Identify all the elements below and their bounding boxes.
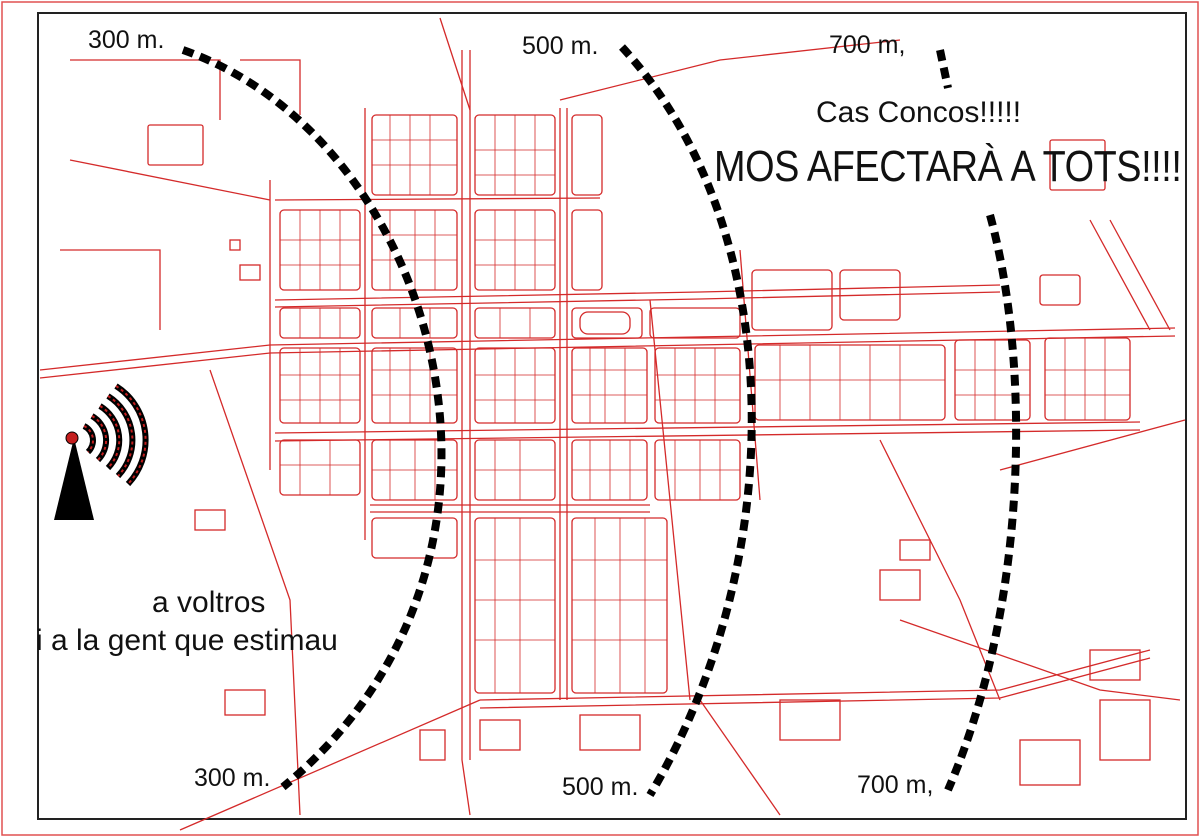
- ring-300m: [181, 46, 446, 791]
- ring-500m-label-top: 500 m.: [522, 32, 599, 60]
- range-rings: [181, 44, 1021, 798]
- ring-700m-label-bottom: 700 m,: [857, 771, 934, 799]
- ring-300m-label-bottom: 300 m.: [194, 764, 271, 792]
- audience-line-1: a voltros: [152, 586, 266, 619]
- street-map: [39, 17, 1186, 831]
- audience-line-2: i a la gent que estimau: [36, 624, 338, 657]
- radio-tower-icon: [54, 383, 149, 520]
- ring-700m-label-top: 700 m,: [829, 31, 906, 59]
- ring-500m: [619, 44, 756, 798]
- warning-headline: MOS AFECTARÀ A TOTS!!!!: [714, 142, 1182, 191]
- place-label: Cas Concos!!!!!: [816, 96, 1022, 129]
- map-frame: [37, 12, 1187, 820]
- ring-500m-label-bottom: 500 m.: [562, 773, 639, 801]
- ring-700m: [944, 213, 1021, 792]
- ring-300m-label-top: 300 m.: [88, 26, 165, 54]
- ring-700m-top: [936, 49, 952, 89]
